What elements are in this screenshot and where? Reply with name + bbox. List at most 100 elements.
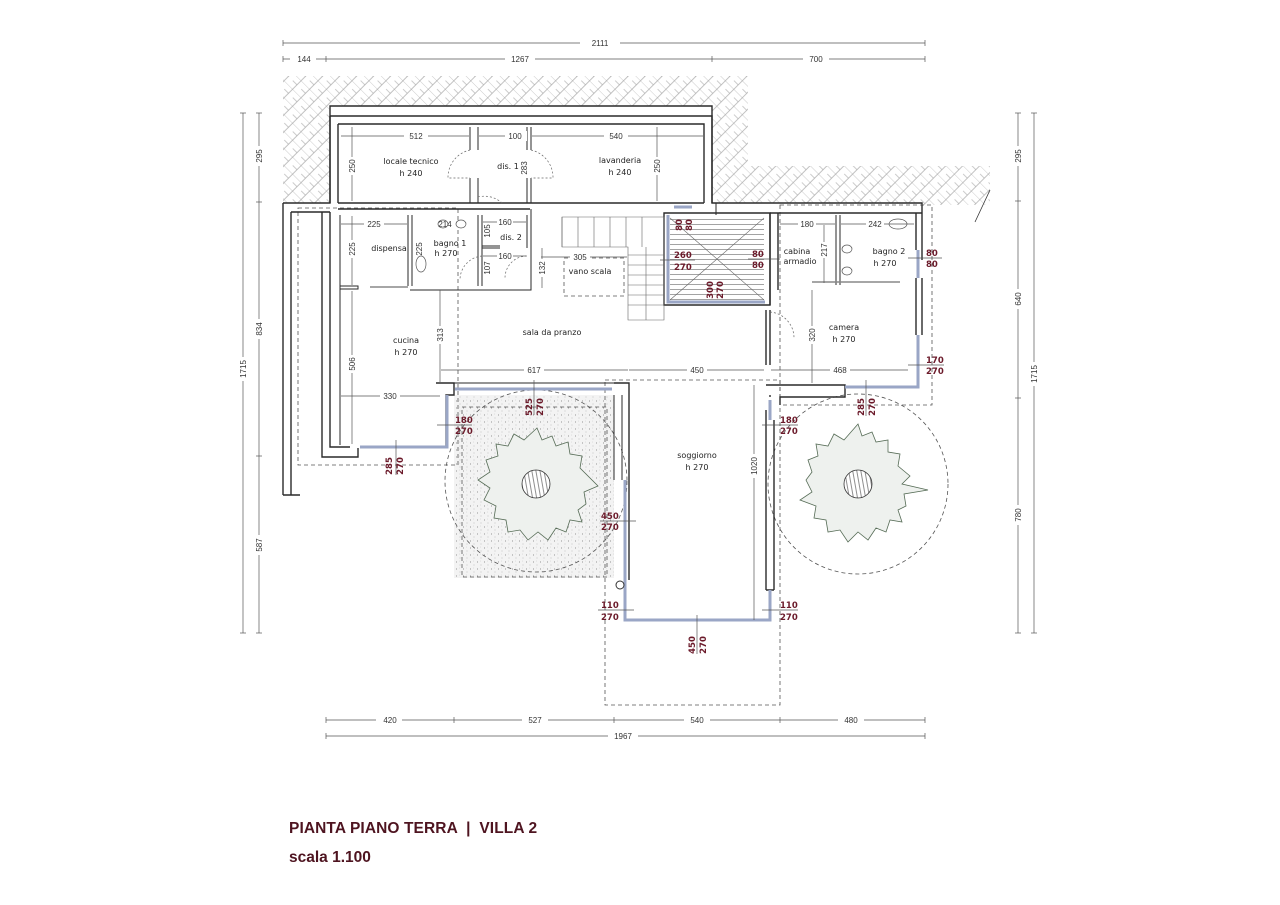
window-label-w: 285 <box>385 457 395 475</box>
drawing-scale: scala 1.100 <box>289 849 371 866</box>
window-label-h: 80 <box>685 219 695 231</box>
room-camera: camera <box>829 323 859 332</box>
dim-bagno2-width: 242 <box>868 220 882 229</box>
window-label-h: 270 <box>699 636 709 654</box>
dim-soggiorno-height: 1020 <box>750 457 759 475</box>
window-label-w: 80 <box>926 249 938 259</box>
dim-left-seg-2: 834 <box>255 322 264 336</box>
window-label-h: 270 <box>601 523 619 533</box>
dim-top-total: 2111 <box>592 39 609 48</box>
tree-right <box>799 423 929 543</box>
dim-dis1-width: 100 <box>508 132 522 141</box>
window-label-w: 110 <box>601 601 619 611</box>
window-label-w: 80 <box>675 219 685 231</box>
dim-dis2-width-bottom: 160 <box>498 252 512 261</box>
dim-dis2-height-2: 107 <box>483 261 492 275</box>
dim-bagno1-width: 214 <box>438 220 452 229</box>
dim-top-seg-1: 144 <box>297 55 311 64</box>
glazing <box>360 205 920 622</box>
dim-bottom-total: 1967 <box>614 732 632 741</box>
window-label-h: 270 <box>716 281 726 299</box>
left-boundary-wall <box>282 203 330 496</box>
dim-cucina-height: 506 <box>348 357 357 371</box>
window-label-w: 110 <box>780 601 798 611</box>
top-dimension-lines: 2111 144 1267 700 <box>282 38 926 64</box>
dim-cucina-width: 330 <box>383 392 397 401</box>
window-label-h: 270 <box>674 263 692 273</box>
window-label-h: 270 <box>396 457 406 475</box>
dim-bottom-seg-1: 420 <box>383 716 397 725</box>
room-dis1: dis. 1 <box>497 162 519 171</box>
dim-cucina-upper-height: 313 <box>436 328 445 342</box>
terrain-hatch <box>283 76 991 223</box>
window-label-h: 270 <box>926 367 944 377</box>
dim-dis2-height: 105 <box>483 224 492 238</box>
window-label-w: 80 <box>752 250 764 260</box>
room-bagno2: bagno 2 <box>873 247 906 256</box>
bottom-dimension-lines: 420 527 540 480 1967 <box>325 715 926 741</box>
dim-locale-tecnico-width: 512 <box>409 132 423 141</box>
room-bagno2-height: h 270 <box>874 259 897 268</box>
room-soggiorno: soggiorno <box>677 451 717 460</box>
dim-lavanderia-height: 250 <box>653 159 662 173</box>
room-dis2: dis. 2 <box>500 233 522 242</box>
drawing-title: PIANTA PIANO TERRA | VILLA 2 <box>289 820 538 837</box>
room-vano-scala: vano scala <box>569 267 612 276</box>
room-soggiorno-height: h 270 <box>686 463 709 472</box>
window-label-w: 180 <box>780 416 798 426</box>
dim-cabina-height: 217 <box>820 243 829 257</box>
window-label-h: 270 <box>601 613 619 623</box>
dim-right-seg-3: 780 <box>1014 508 1023 522</box>
doors <box>370 149 900 590</box>
dim-locale-tecnico-height: 250 <box>348 159 357 173</box>
window-label-h: 80 <box>926 260 938 270</box>
dim-left-total: 1715 <box>239 360 248 378</box>
room-dispensa: dispensa <box>371 244 407 253</box>
dim-cabina-width: 180 <box>800 220 814 229</box>
window-label-w: 170 <box>926 356 944 366</box>
dim-dis2-width-top: 160 <box>498 218 512 227</box>
dim-dispensa-height: 225 <box>348 242 357 256</box>
dim-vano-scala-width: 305 <box>573 253 587 262</box>
window-label-h: 270 <box>868 398 878 416</box>
interior-dimensions: 512 100 540 250 283 250 225 225 225 214 … <box>341 127 914 620</box>
dim-camera-width: 468 <box>833 366 847 375</box>
window-label-h: 80 <box>752 261 764 271</box>
room-sala-da-pranzo: sala da pranzo <box>523 328 582 337</box>
dim-sala-width-1: 617 <box>527 366 541 375</box>
window-label-h: 270 <box>536 398 546 416</box>
dim-vano-scala-height: 132 <box>538 261 547 275</box>
room-cucina-height: h 270 <box>395 348 418 357</box>
left-dimension-lines: 1715 295 834 587 <box>238 112 264 634</box>
dim-right-seg-2: 640 <box>1014 292 1023 306</box>
dim-lavanderia-width: 540 <box>609 132 623 141</box>
dim-top-seg-2: 1267 <box>511 55 529 64</box>
dim-dis1-height: 283 <box>520 161 529 175</box>
dim-bottom-seg-2: 527 <box>528 716 542 725</box>
dim-bottom-seg-4: 480 <box>844 716 858 725</box>
dim-bottom-seg-3: 540 <box>690 716 704 725</box>
room-cabina: cabina <box>784 247 811 256</box>
dim-left-seg-1: 295 <box>255 149 264 163</box>
room-cabina-armadio: armadio <box>784 257 817 266</box>
window-label-w: 180 <box>455 416 473 426</box>
dim-left-seg-3: 587 <box>255 538 264 552</box>
room-lavanderia: lavanderia <box>599 156 641 165</box>
window-label-w: 300 <box>706 281 716 299</box>
room-labels: locale tecnico h 240 dis. 1 lavanderia h… <box>371 156 905 472</box>
tree-left <box>477 427 599 541</box>
dim-bagno1-height: 225 <box>415 242 424 256</box>
room-bagno1-height: h 270 <box>435 249 458 258</box>
dim-top-seg-3: 700 <box>809 55 823 64</box>
window-label-h: 270 <box>780 427 798 437</box>
room-locale-tecnico-height: h 240 <box>400 169 423 178</box>
window-label-h: 270 <box>455 427 473 437</box>
room-camera-height: h 270 <box>833 335 856 344</box>
room-lavanderia-height: h 240 <box>609 168 632 177</box>
window-label-w: 450 <box>688 636 698 654</box>
right-dimension-lines: 295 640 780 1715 <box>1013 112 1039 634</box>
room-locale-tecnico: locale tecnico <box>383 157 438 166</box>
window-label-w: 285 <box>857 398 867 416</box>
dim-sala-width-2: 450 <box>690 366 704 375</box>
